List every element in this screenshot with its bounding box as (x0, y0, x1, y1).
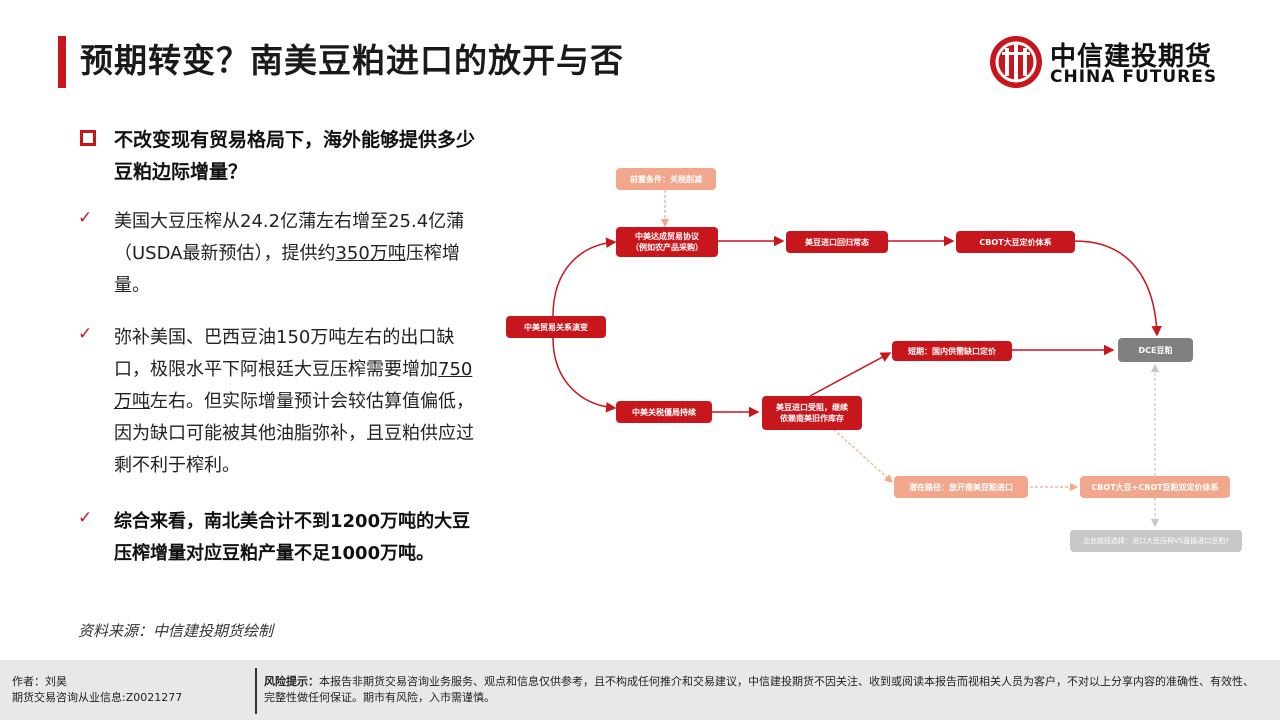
node-tariff-deadlock: 中美关税僵局持续 (616, 401, 712, 423)
node-short-term: 短期：国内供需缺口定价 (892, 341, 1012, 361)
node-potential-path: 潜在路径：放开南美豆粕进口 (894, 476, 1028, 498)
check-icon: ✓ (78, 508, 93, 528)
title-accent-bar (58, 36, 66, 88)
citic-logo-icon (990, 36, 1042, 88)
flow-connectors (552, 190, 1162, 528)
logo-chinese-name: 中信建投期货 (1050, 42, 1213, 72)
underlined-value: 350万吨 (335, 243, 406, 264)
node-label: 中美达成贸易协议 (635, 232, 699, 241)
node-us-import-blocked: 美豆进口受阻，继续 依赖南美旧作库存 (762, 396, 862, 430)
node-dual-pricing: CBOT大豆+CBOT豆粕双定价体系 (1080, 476, 1230, 498)
check-icon: ✓ (78, 324, 93, 344)
source-note: 资料来源：中信建投期货绘制 (78, 622, 274, 640)
node-us-import-normal: 美豆进口回归常态 (786, 231, 888, 253)
license-number: 期货交易咨询从业信息:Z0021277 (12, 691, 183, 704)
page-title: 预期转变？南美豆粕进口的放开与否 (80, 41, 624, 80)
headline-text: 不改变现有贸易格局下，海外能够提供多少豆粕边际增量？ (114, 129, 476, 183)
check-icon: ✓ (78, 208, 93, 228)
footer-divider (255, 668, 257, 714)
footer-author-block: 作者：刘昊 期货交易咨询从业信息:Z0021277 (12, 674, 182, 706)
node-label: 依赖南美旧作库存 (780, 414, 844, 423)
node-dce-meal: DCE豆粕 (1118, 338, 1193, 362)
author-name: 作者：刘昊 (12, 675, 67, 688)
node-trade-relation: 中美贸易关系演变 (506, 316, 606, 338)
footer: 作者：刘昊 期货交易咨询从业信息:Z0021277 风险提示：本报告非期货交易咨… (0, 660, 1280, 720)
bullet-item-argentina-crush: ✓ 弥补美国、巴西豆油150万吨左右的出口缺口，极限水平下阿根廷大豆压榨需要增加… (78, 322, 478, 482)
headline-block: 不改变现有贸易格局下，海外能够提供多少豆粕边际增量？ (78, 124, 478, 188)
bullet-text: 综合来看，南北美合计不到1200万吨的大豆压榨增量对应豆粕产量不足1000万吨。 (114, 511, 471, 564)
bullet-text: 左右。但实际增量预计会较估算值偏低，因为缺口可能被其他油脂弥补，且豆粕供应过剩不… (114, 391, 474, 476)
bullet-text: 美国大豆压榨从24.2亿蒲左右增至25.4亿蒲（USDA最新预估），提供约 (114, 211, 465, 264)
risk-disclaimer: 风险提示：本报告非期货交易咨询业务服务、观点和信息仅供参考，且不构成任何推介和交… (264, 674, 1264, 706)
square-bullet-icon (80, 130, 96, 146)
flow-diagram: 前置条件：关税削减 中美达成贸易协议 （例如农产品采购） 美豆进口回归常态 CB… (500, 160, 1260, 560)
risk-label: 风险提示： (264, 675, 319, 688)
bullet-item-us-crush: ✓ 美国大豆压榨从24.2亿蒲左右增至25.4亿蒲（USDA最新预估），提供约3… (78, 206, 478, 302)
node-precondition: 前置条件：关税削减 (616, 168, 716, 190)
bullet-text: 压榨增量。 (114, 243, 460, 296)
node-trade-agreement: 中美达成贸易协议 （例如农产品采购） (616, 227, 718, 257)
company-logo: 中信建投期货 CHINA FUTURES (988, 34, 1228, 92)
logo-english-name: CHINA FUTURES (1050, 67, 1218, 87)
node-cbot-pricing: CBOT大豆定价体系 (956, 231, 1075, 253)
node-label: （例如农产品采购） (631, 243, 703, 252)
bullet-text: 弥补美国、巴西豆油150万吨左右的出口缺口，极限水平下阿根廷大豆压榨需要增加 (114, 327, 455, 380)
underlined-value: 750万吨 (114, 359, 473, 412)
node-label: 美豆进口受阻，继续 (776, 403, 848, 412)
risk-text: 本报告非期货交易咨询业务服务、观点和信息仅供参考，且不构成任何推介和交易建议，中… (264, 675, 1254, 704)
bullet-item-summary: ✓ 综合来看，南北美合计不到1200万吨的大豆压榨增量对应豆粕产量不足1000万… (78, 506, 478, 570)
node-enterprise-choice: 企业路径选择：进口大豆压榨VS直接进口豆粕? (1070, 530, 1242, 552)
